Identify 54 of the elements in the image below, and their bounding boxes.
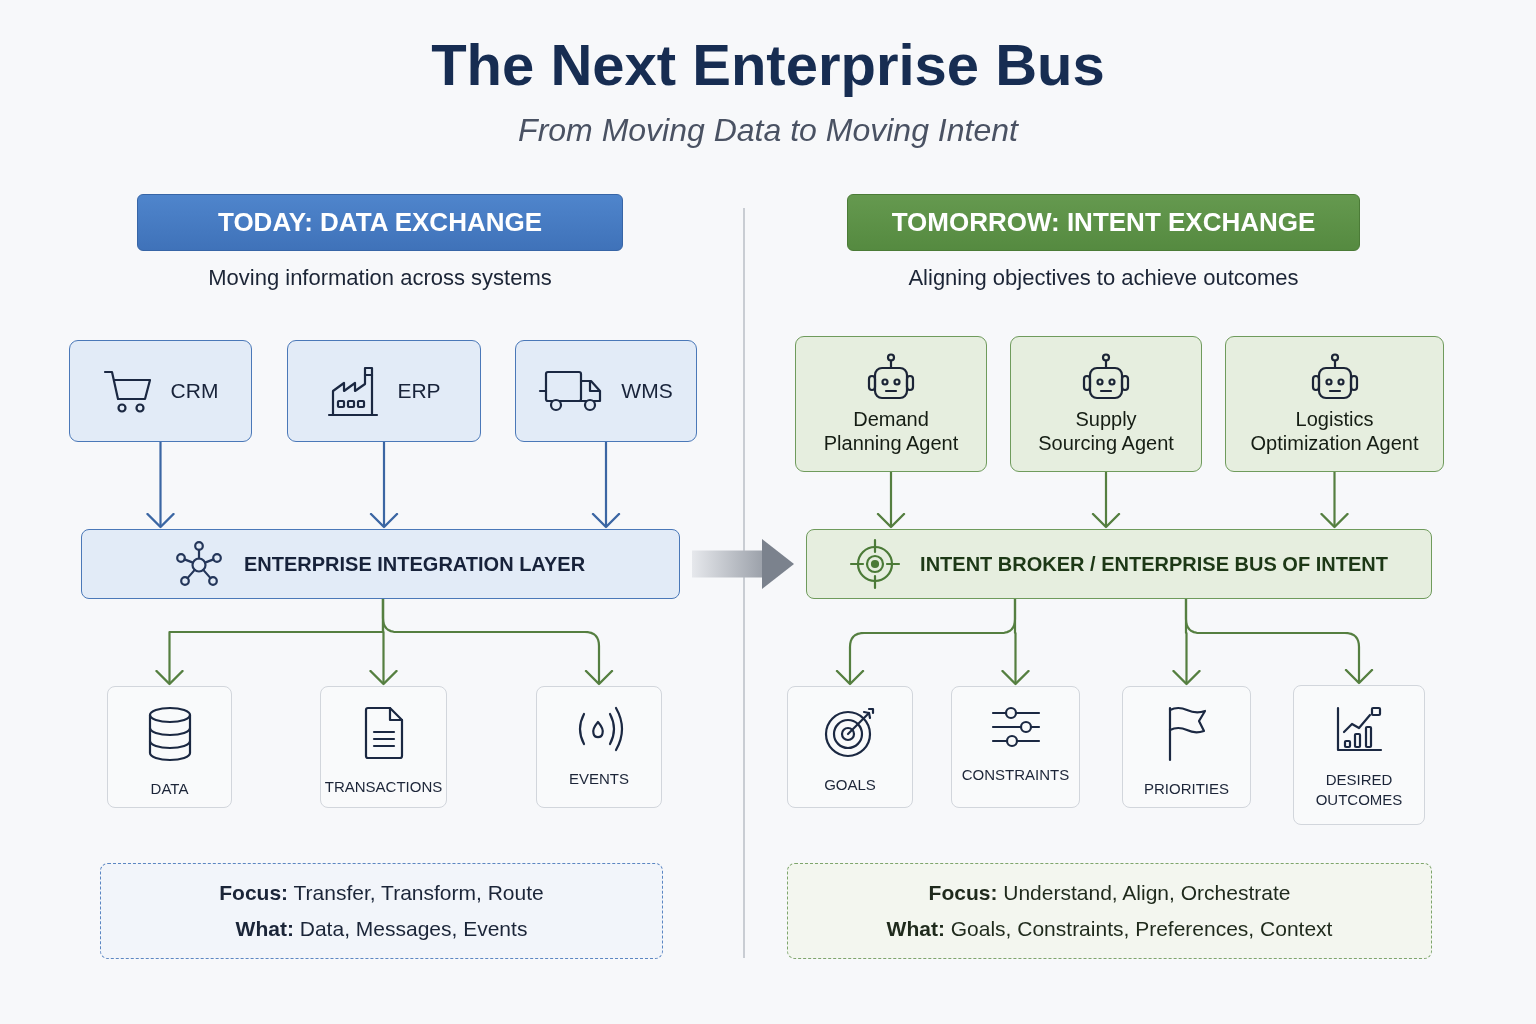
output-label: TRANSACTIONS [324, 777, 443, 797]
agent-label: Supply Sourcing Agent [1037, 407, 1175, 455]
output-card [787, 686, 913, 808]
agent-label: Logistics Optimization Agent [1249, 407, 1420, 455]
system-box [515, 340, 697, 442]
output-label: DATA [150, 779, 189, 799]
system-label: WMS [621, 379, 673, 403]
output-card [1122, 686, 1251, 808]
arrow [1001, 599, 1030, 686]
note-text: Focus: Transfer, Transform, Route [219, 880, 544, 906]
output-label: CONSTRAINTS [961, 765, 1070, 785]
agent-box [1225, 336, 1444, 472]
arrow [591, 442, 621, 529]
layer-label: INTENT BROKER / ENTERPRISE BUS OF INTENT [920, 552, 1388, 576]
section-subtitle: Aligning objectives to achieve outcomes [907, 264, 1300, 292]
output-card [1293, 685, 1425, 825]
arrow [1320, 472, 1349, 529]
arrow [146, 442, 175, 529]
diagram-title: The Next Enterprise Bus [430, 32, 1106, 98]
header-text: TOMORROW: INTENT EXCHANGE [891, 207, 1316, 238]
arrow [1184, 599, 1374, 685]
block-arrow [692, 539, 794, 589]
system-label: ERP [397, 379, 441, 403]
output-label: GOALS [824, 775, 876, 795]
note-text: What: Data, Messages, Events [235, 916, 528, 942]
header-text: TODAY: DATA EXCHANGE [217, 207, 543, 238]
output-card [320, 686, 447, 808]
agent-label: Demand Planning Agent [822, 407, 960, 455]
diagram-subtitle: From Moving Data to Moving Intent [517, 111, 1020, 150]
header-band [847, 194, 1360, 251]
arrow [876, 472, 906, 529]
output-card [536, 686, 662, 808]
layer-label: ENTERPRISE INTEGRATION LAYER [243, 552, 586, 576]
output-card [951, 686, 1080, 808]
note-box [100, 863, 663, 959]
note-text: Focus: Understand, Align, Orchestrate [928, 880, 1291, 906]
note-text: What: Goals, Constraints, Preferences, Context [886, 916, 1333, 942]
agent-box [1010, 336, 1202, 472]
arrow [381, 599, 614, 686]
output-label: PRIORITIES [1144, 779, 1229, 799]
integration-layer-bar [81, 529, 680, 599]
arrow [369, 442, 399, 529]
output-card [107, 686, 232, 808]
system-box [69, 340, 252, 442]
agent-box [795, 336, 987, 472]
arrow [1091, 472, 1121, 529]
system-box [287, 340, 481, 442]
output-label: DESIRED OUTCOMES [1314, 770, 1404, 810]
header-band [137, 194, 623, 251]
output-label: EVENTS [569, 769, 629, 789]
system-label: CRM [170, 379, 219, 403]
intent-bus-bar [806, 529, 1432, 599]
note-box [787, 863, 1432, 959]
section-subtitle: Moving information across systems [207, 264, 553, 292]
